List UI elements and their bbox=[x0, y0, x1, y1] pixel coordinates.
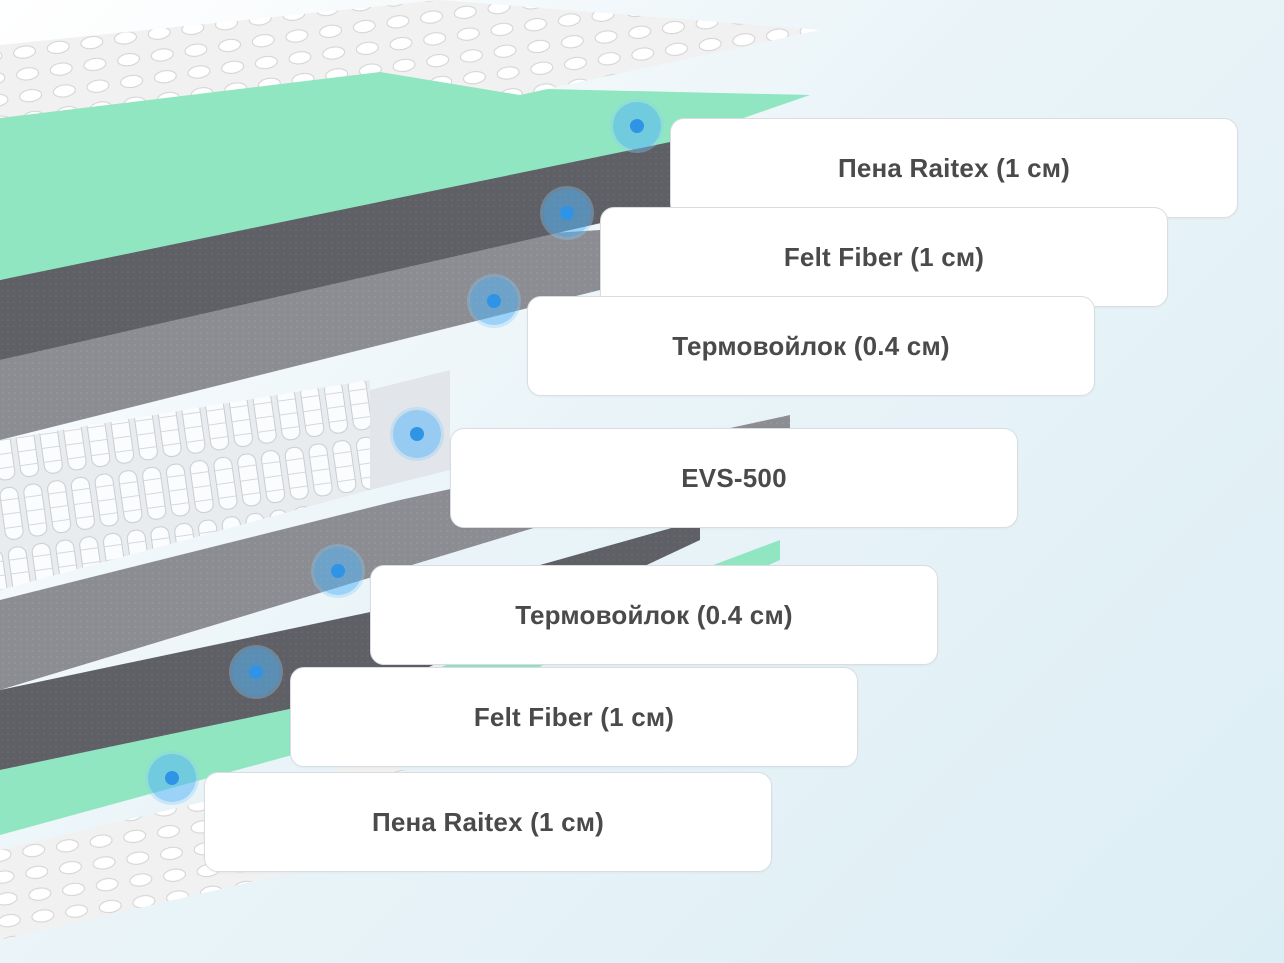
layer-hotspot-marker[interactable] bbox=[543, 189, 591, 237]
top-cover-layer bbox=[0, 0, 820, 118]
layer-label-text: EVS-500 bbox=[681, 462, 787, 493]
layer-label-4: EVS-500 bbox=[450, 428, 1018, 528]
layer-label-text: Термовойлок (0.4 см) bbox=[515, 599, 793, 630]
top-thermal-layer bbox=[0, 230, 600, 440]
layer-label-2: Felt Fiber (1 см) bbox=[600, 207, 1168, 307]
layer-hotspot-marker[interactable] bbox=[613, 102, 661, 150]
layer-label-text: Пена Raitex (1 см) bbox=[371, 806, 605, 837]
layer-label-text: Термовойлок (0.4 см) bbox=[672, 330, 950, 361]
marker-dot-icon bbox=[331, 564, 345, 578]
marker-dot-icon bbox=[249, 665, 263, 679]
layer-label-text: Felt Fiber (1 см) bbox=[473, 701, 675, 732]
top-felt-layer bbox=[0, 140, 680, 360]
layer-label-text: Пена Raitex (1 см) bbox=[837, 152, 1071, 183]
marker-dot-icon bbox=[560, 206, 574, 220]
marker-dot-icon bbox=[165, 771, 179, 785]
layer-label-1: Пена Raitex (1 см) bbox=[670, 118, 1238, 218]
layer-hotspot-marker[interactable] bbox=[393, 410, 441, 458]
marker-dot-icon bbox=[410, 427, 424, 441]
marker-dot-icon bbox=[487, 294, 501, 308]
layer-label-7: Пена Raitex (1 см) bbox=[204, 772, 772, 872]
spring-block-layer bbox=[0, 380, 370, 590]
marker-dot-icon bbox=[630, 119, 644, 133]
layer-label-text: Felt Fiber (1 см) bbox=[783, 241, 985, 272]
top-foam-layer bbox=[0, 70, 810, 280]
layer-label-6: Felt Fiber (1 см) bbox=[290, 667, 858, 767]
layer-hotspot-marker[interactable] bbox=[148, 754, 196, 802]
layer-hotspot-marker[interactable] bbox=[470, 277, 518, 325]
layer-label-3: Термовойлок (0.4 см) bbox=[527, 296, 1095, 396]
layer-hotspot-marker[interactable] bbox=[232, 648, 280, 696]
layer-label-5: Термовойлок (0.4 см) bbox=[370, 565, 938, 665]
layer-hotspot-marker[interactable] bbox=[314, 547, 362, 595]
